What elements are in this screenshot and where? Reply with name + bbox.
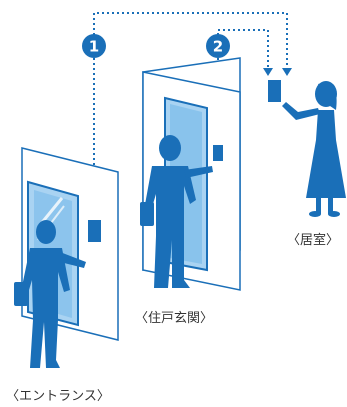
entrance-intercom-icon [88, 220, 101, 242]
svg-text:1: 1 [89, 38, 99, 56]
arrowhead-1 [282, 68, 292, 76]
person-icon-room [282, 81, 346, 217]
arrowhead-2 [263, 68, 273, 76]
room-monitor-icon [268, 80, 281, 102]
person-icon-entrance [14, 220, 86, 368]
unit-door-label: 〈住戸玄関〉 [135, 311, 213, 326]
room-label: 〈居室〉 [287, 232, 339, 248]
svg-text:2: 2 [213, 38, 223, 56]
person-icon-unit-door [140, 135, 213, 288]
step-badge-2: 2 [206, 34, 230, 58]
entrance-label: 〈エントランス〉 [6, 389, 110, 404]
unit-door-intercom-icon [213, 145, 223, 161]
step-badge-1: 1 [82, 34, 106, 58]
